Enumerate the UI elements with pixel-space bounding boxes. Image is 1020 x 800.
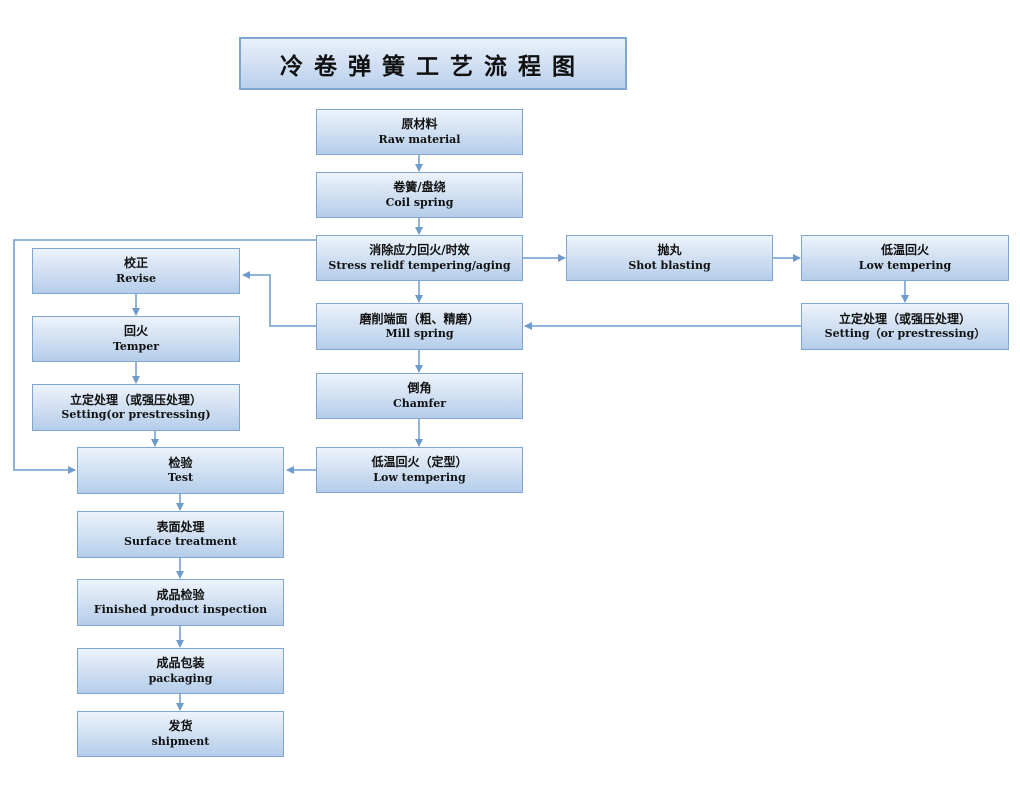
step-label-zh: 倒角 (407, 381, 432, 396)
step-stress-relief: 消除应力回火/时效 Stress relidf tempering/aging (316, 235, 523, 281)
step-label-en: Setting（or prestressing） (824, 327, 986, 341)
step-label-zh: 消除应力回火/时效 (369, 243, 470, 258)
step-label-zh: 低温回火（定型） (371, 455, 468, 470)
step-packaging: 成品包装 packaging (77, 648, 284, 694)
step-label-zh: 表面处理 (156, 519, 205, 534)
step-label-en: Low tempering (373, 470, 466, 484)
step-finished-inspection: 成品检验 Finished product inspection (77, 579, 284, 626)
step-surface-treatment: 表面处理 Surface treatment (77, 511, 284, 558)
step-label-en: Raw material (378, 132, 461, 146)
step-label-zh: 立定处理（或强压处理） (838, 311, 971, 326)
step-setting-right: 立定处理（或强压处理） Setting（or prestressing） (801, 303, 1009, 350)
step-mill-spring: 磨削端面（粗、精磨） Mill spring (316, 303, 523, 350)
step-label-en: Coil spring (385, 195, 454, 209)
step-label-zh: 抛丸 (657, 243, 682, 258)
arrow-mill-to-revise (242, 271, 317, 327)
step-label-zh: 成品检验 (156, 587, 205, 602)
step-test: 检验 Test (77, 447, 284, 494)
step-label-zh: 原材料 (401, 117, 438, 132)
step-label-en: Setting(or prestressing) (61, 408, 211, 422)
step-setting-left: 立定处理（或强压处理） Setting(or prestressing) (32, 384, 240, 431)
step-label-en: Temper (112, 339, 160, 353)
step-label-en: packaging (148, 671, 213, 685)
step-revise: 校正 Revise (32, 248, 240, 294)
step-label-zh: 发货 (168, 719, 193, 734)
step-label-en: Surface treatment (124, 535, 237, 549)
step-label-en: Finished product inspection (93, 603, 268, 617)
step-raw-material: 原材料 Raw material (316, 109, 523, 155)
step-chamfer: 倒角 Chamfer (316, 373, 523, 419)
step-label-en: Revise (116, 271, 156, 285)
step-label-zh: 成品包装 (156, 656, 205, 671)
diagram-title: 冷卷弹簧工艺流程图 (239, 37, 627, 90)
step-label-zh: 回火 (123, 324, 148, 339)
step-label-zh: 校正 (123, 256, 148, 271)
step-shipment: 发货 shipment (77, 711, 284, 757)
step-label-en: Mill spring (385, 327, 454, 341)
step-label-zh: 卷簧/盘绕 (393, 180, 446, 195)
step-label-en: Test (167, 471, 194, 485)
step-label-en: Low tempering (858, 258, 952, 272)
step-low-tempering-shaping: 低温回火（定型） Low tempering (316, 447, 523, 493)
step-shot-blasting: 抛丸 Shot blasting (566, 235, 773, 281)
step-coil-spring: 卷簧/盘绕 Coil spring (316, 172, 523, 218)
step-label-zh: 检验 (168, 455, 193, 470)
step-label-en: Chamfer (392, 396, 447, 410)
step-label-zh: 低温回火 (880, 243, 929, 258)
arrow-stress-bypass-to-test (13, 239, 317, 474)
step-label-zh: 立定处理（或强压处理） (69, 392, 202, 407)
step-label-en: Shot blasting (628, 258, 711, 272)
step-label-en: Stress relidf tempering/aging (328, 258, 511, 272)
step-label-zh: 磨削端面（粗、精磨） (359, 311, 480, 326)
step-low-tempering-right: 低温回火 Low tempering (801, 235, 1009, 281)
step-temper: 回火 Temper (32, 316, 240, 362)
step-label-en: shipment (151, 734, 210, 748)
